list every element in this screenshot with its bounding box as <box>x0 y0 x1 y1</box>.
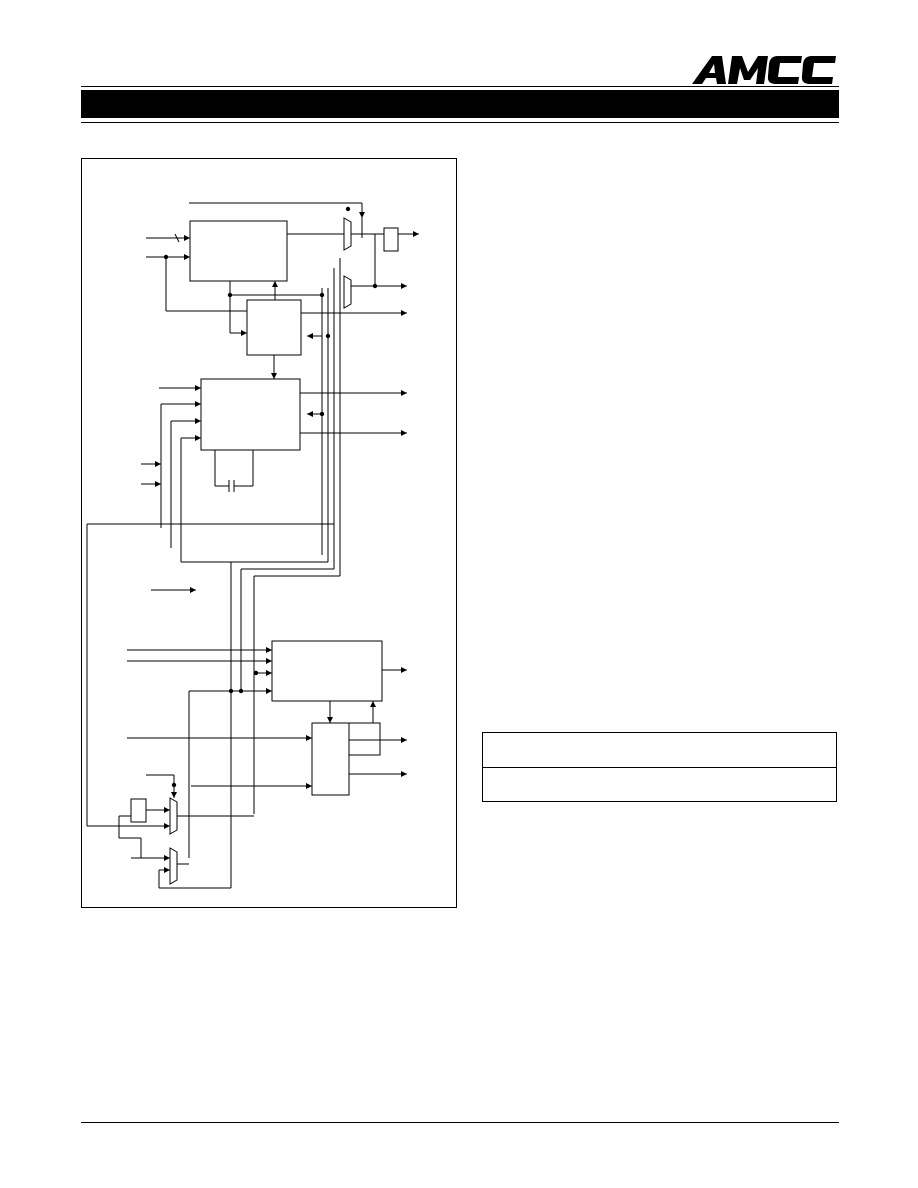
block-bottom-side <box>348 722 381 756</box>
mux-bottom-2 <box>169 847 178 885</box>
block-flipflop-bottom <box>130 798 147 823</box>
pin-table <box>482 732 837 802</box>
header-band <box>81 90 839 118</box>
mux-top-1 <box>343 217 352 251</box>
mux-bottom-1 <box>169 797 178 835</box>
block-lower <box>271 640 383 702</box>
mux-top-2 <box>343 275 352 309</box>
header-bottom-rule <box>81 122 839 123</box>
header-top-rule <box>81 86 839 87</box>
footer-rule <box>81 1122 839 1123</box>
block-bottom-register <box>311 722 350 796</box>
block-diagram-frame <box>81 158 457 908</box>
block-register <box>246 299 302 356</box>
amcc-logo-icon <box>692 56 836 84</box>
block-flipflop-top <box>383 227 399 252</box>
block-top <box>189 220 288 282</box>
block-large <box>200 378 301 451</box>
block-diagram <box>86 202 419 889</box>
table-row-divider <box>483 767 836 768</box>
